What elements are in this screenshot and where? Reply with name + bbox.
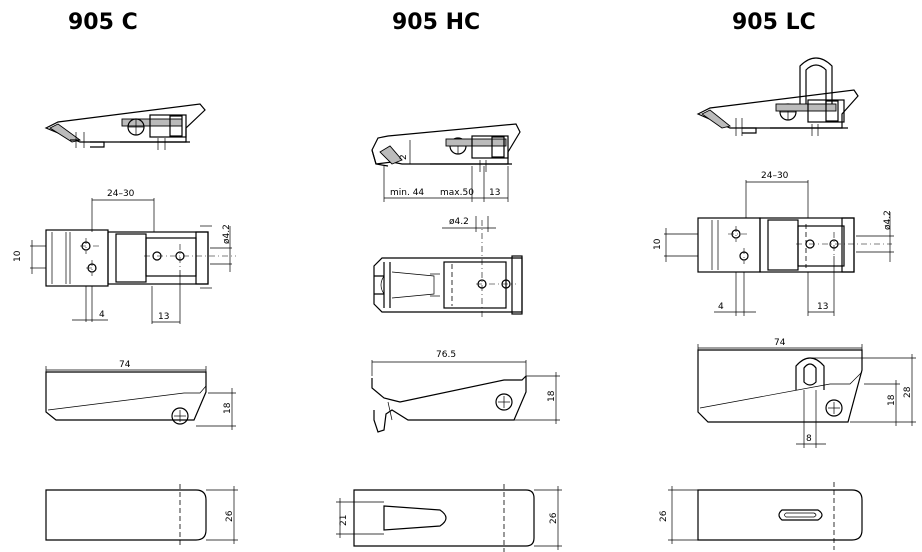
hc-dim-26: 26: [549, 512, 559, 524]
c-dim-10: 10: [13, 250, 23, 262]
c-dim-phi: ø4.2: [222, 224, 232, 244]
lc-dim-phi: ø4.2: [883, 210, 893, 230]
lc-dim-26: 26: [659, 510, 669, 522]
lc-front-view: [668, 482, 863, 550]
title-905-lc: 905 LC: [732, 10, 816, 35]
c-side-view-top: [44, 103, 206, 150]
c-dim-74: 74: [119, 360, 131, 370]
c-dim-4: 4: [99, 310, 105, 320]
title-905-c: 905 C: [68, 10, 138, 35]
lc-dim-74: 74: [774, 338, 786, 348]
hc-dim-phi: ø4.2: [449, 217, 469, 227]
hc-dim-min44: min. 44: [390, 188, 424, 198]
c-dim-24-30: 24–30: [107, 189, 135, 199]
lc-dim-18: 18: [887, 394, 897, 406]
hc-dim-13: 13: [489, 188, 500, 198]
lc-dim-8: 8: [806, 434, 812, 444]
c-dim-26: 26: [225, 510, 235, 522]
c-side-view: [45, 366, 236, 430]
lc-top-view: [664, 180, 894, 316]
hc-dim-max50: max.50: [440, 188, 474, 198]
title-905-hc: 905 HC: [392, 10, 481, 35]
lc-side-view-top: [696, 57, 859, 136]
lc-dim-4: 4: [718, 302, 724, 312]
c-top-view: [30, 198, 236, 324]
lc-dim-24-30: 24–30: [761, 171, 789, 181]
lc-side-view: [697, 344, 916, 448]
hc-dim-21: 21: [339, 515, 349, 526]
lc-dim-28: 28: [903, 386, 913, 398]
hc-front-view: [336, 484, 562, 552]
c-dim-13: 13: [158, 312, 169, 322]
hc-top-view: [373, 216, 523, 318]
hc-side-view-top: [371, 123, 521, 202]
lc-dim-13: 13: [817, 302, 828, 312]
c-front-view: [45, 484, 238, 546]
hc-dim-76-5: 76.5: [436, 350, 456, 360]
lc-dim-10: 10: [653, 238, 663, 250]
hc-dim-18: 18: [547, 390, 557, 402]
c-dim-18: 18: [223, 402, 233, 414]
hc-side-view: [371, 360, 560, 433]
hc-dim-2: 2: [399, 154, 409, 160]
